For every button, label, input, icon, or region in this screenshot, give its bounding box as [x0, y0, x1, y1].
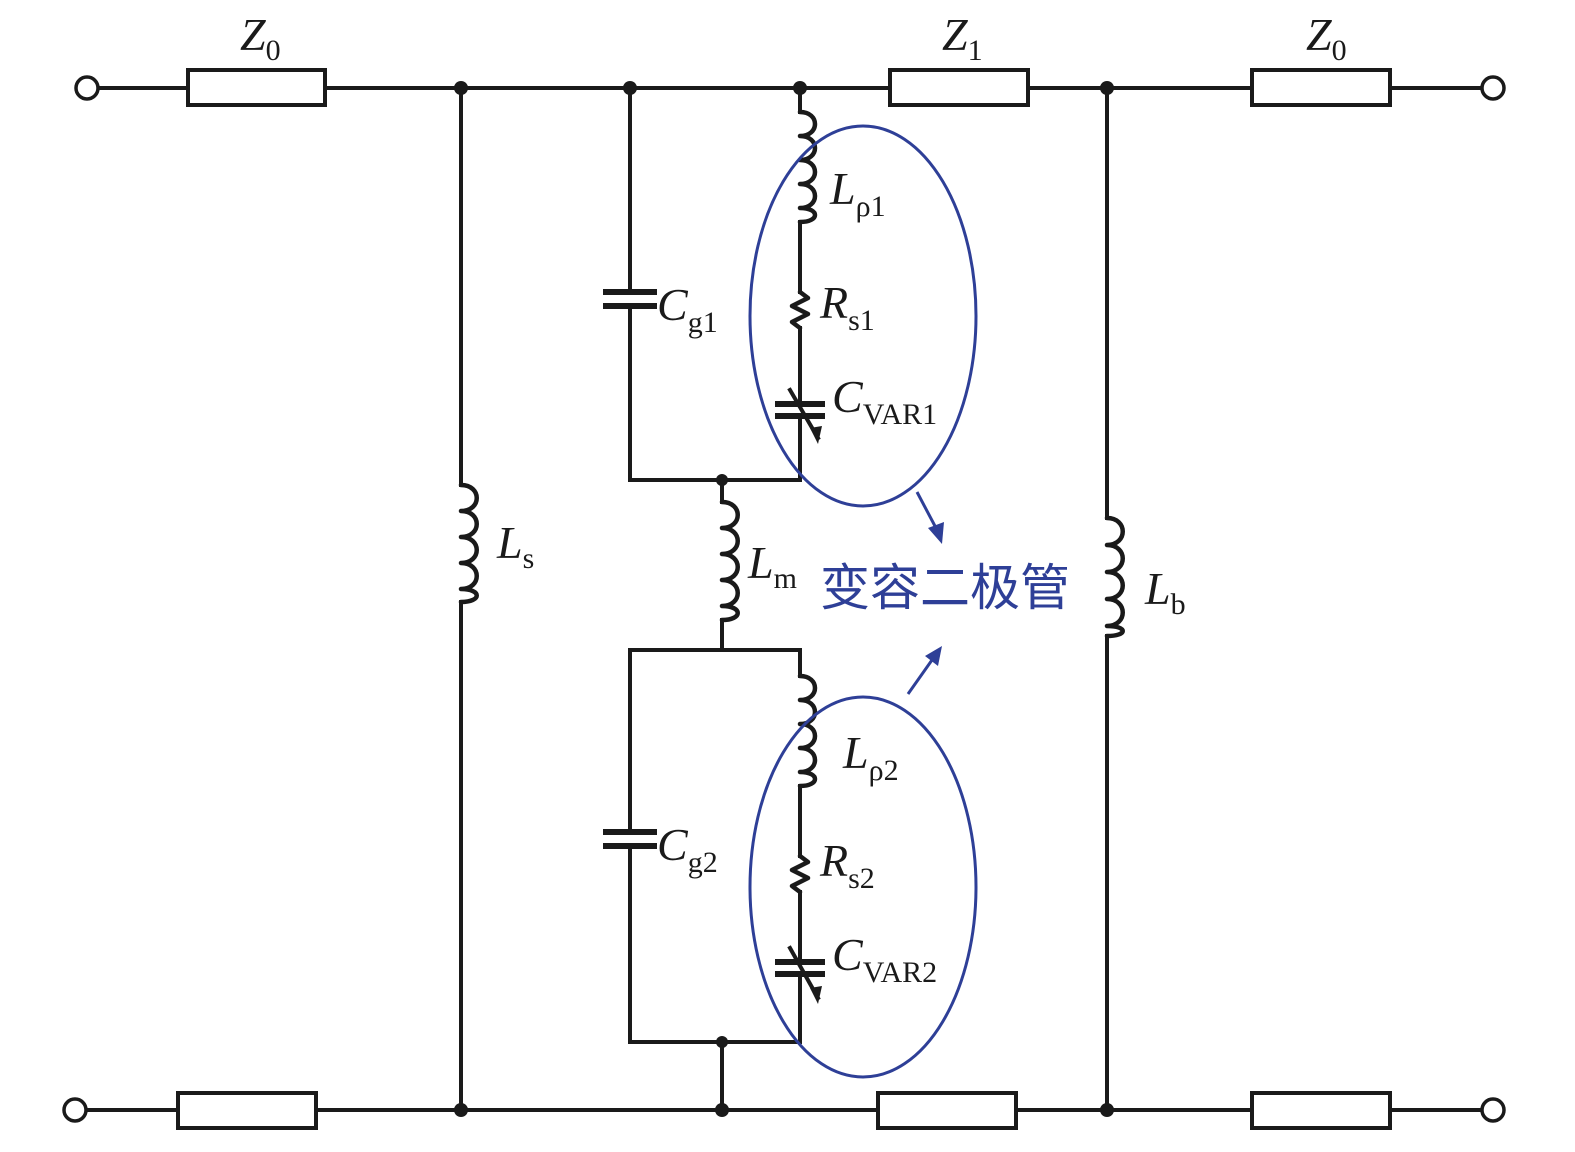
shunt-inductor-lb	[1104, 86, 1125, 1112]
impedance-z1	[888, 68, 1030, 107]
label-cg1: Cg1	[657, 279, 718, 339]
inductor-lm	[719, 499, 740, 623]
impedance-bottom-left	[176, 1091, 318, 1130]
terminal-top-left	[74, 75, 100, 101]
node-top-cg1	[623, 81, 637, 95]
terminal-top-right	[1480, 75, 1506, 101]
resistor-rs2	[789, 853, 811, 895]
node-bottom-mid	[715, 1103, 729, 1117]
label-rs2: Rs2	[819, 835, 875, 895]
label-cvar1: CVAR1	[832, 371, 937, 431]
impedance-bottom-middle	[876, 1091, 1018, 1130]
label-z1: Z1	[942, 9, 983, 67]
node-top-lb	[1100, 81, 1114, 95]
impedance-z0-left	[186, 68, 327, 107]
label-lp1: Lρ1	[829, 163, 886, 223]
shunt-inductor-ls	[458, 86, 479, 1112]
label-lb: Lb	[1144, 563, 1186, 621]
terminal-bottom-right	[1480, 1097, 1506, 1123]
label-cvar2: CVAR2	[832, 929, 937, 989]
inductor-lp1	[797, 109, 818, 225]
label-ls: Ls	[496, 517, 534, 575]
label-rs1: Rs1	[819, 277, 875, 337]
lower-branch	[603, 648, 825, 1112]
label-z0-right: Z0	[1306, 9, 1347, 67]
varactor-highlight-lower	[748, 695, 978, 1079]
resistor-rs1	[789, 289, 811, 331]
label-z0-left: Z0	[240, 9, 281, 67]
impedance-z0-right	[1250, 68, 1392, 107]
terminal-bottom-left	[62, 1097, 88, 1123]
node-top-lp1	[793, 81, 807, 95]
inductor-lp2	[797, 673, 818, 789]
impedance-bottom-right	[1250, 1091, 1392, 1130]
annotation-arrow-upper	[915, 491, 944, 544]
annotation-arrow-lower	[906, 646, 942, 695]
node-bottom-lb	[1100, 1103, 1114, 1117]
label-lm: Lm	[747, 537, 797, 595]
annotation-varactor-diode: 变容二极管	[820, 559, 1070, 617]
node-bottom-ls	[454, 1103, 468, 1117]
node-top-ls	[454, 81, 468, 95]
label-cg2: Cg2	[657, 819, 718, 879]
varactor-highlight-upper	[748, 124, 978, 508]
label-lp2: Lρ2	[842, 727, 899, 787]
upper-branch	[603, 86, 825, 652]
